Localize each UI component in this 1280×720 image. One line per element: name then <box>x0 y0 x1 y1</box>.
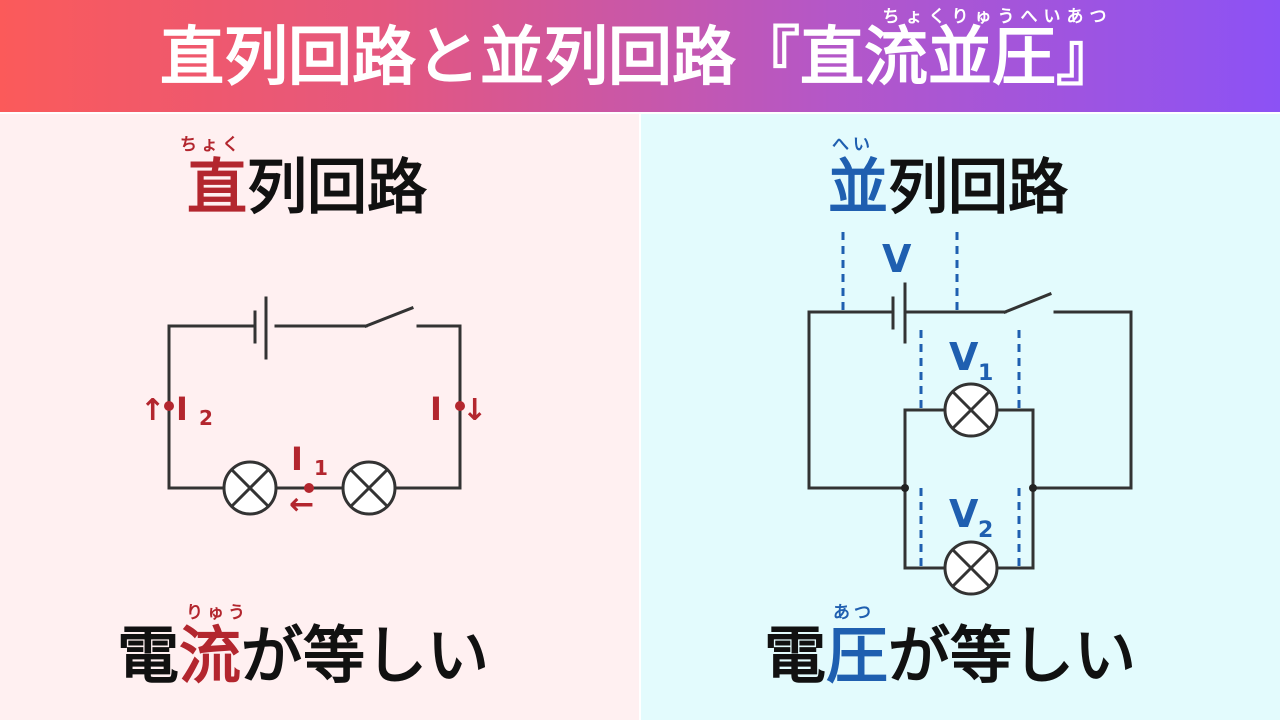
branch-2-wire <box>903 486 1035 570</box>
title-ruby: ちょくりゅうへいあつ <box>882 7 1113 27</box>
series-caption-ruby: りゅう <box>186 603 249 623</box>
v2-subscript: 2 <box>978 518 993 543</box>
measure-point-i <box>455 401 465 411</box>
junction-left <box>901 484 909 492</box>
series-heading-accent: 直 <box>187 153 247 223</box>
i2-arrow: ↑ <box>140 393 165 428</box>
i1-label: I <box>291 440 303 478</box>
series-heading-rest: 列回路 <box>247 153 427 223</box>
series-heading: 直列回路 <box>187 150 427 226</box>
v-label: V <box>882 237 912 281</box>
measure-point-i2 <box>164 401 174 411</box>
parallel-caption: 電圧が等しい <box>764 618 1136 694</box>
series-caption-accent: 流 <box>179 619 242 692</box>
v1-label: V <box>949 335 979 379</box>
series-caption: 電流が等しい <box>117 618 489 694</box>
series-caption-post: が等しい <box>241 619 490 692</box>
i1-subscript: 1 <box>314 456 328 480</box>
branch-1-wire <box>903 408 1035 490</box>
parallel-lamp-1 <box>943 382 999 438</box>
series-circuit-panel <box>0 114 639 720</box>
i-label: I <box>430 390 442 428</box>
parallel-heading-ruby: へい <box>832 135 874 155</box>
switch-lever <box>364 306 414 328</box>
v1-subscript: 1 <box>978 361 993 386</box>
series-caption-pre: 電 <box>117 619 180 692</box>
lamp-1 <box>222 460 278 516</box>
i1-arrow: ← <box>289 487 314 522</box>
page-title: 直列回路と並列回路『直流並圧』 <box>160 21 1120 95</box>
parallel-caption-post: が等しい <box>888 619 1137 692</box>
parallel-lamp-2 <box>943 540 999 596</box>
i-arrow: ↓ <box>462 393 487 428</box>
parallel-switch-lever <box>1003 292 1052 314</box>
i2-subscript: 2 <box>199 406 213 430</box>
parallel-caption-pre: 電 <box>764 619 827 692</box>
measure-point-i1 <box>304 483 314 493</box>
parallel-caption-ruby: あつ <box>833 603 875 623</box>
lamp-2 <box>341 460 397 516</box>
parallel-heading-rest: 列回路 <box>888 153 1068 223</box>
i2-label: I <box>176 390 188 428</box>
parallel-heading-accent: 並 <box>828 153 888 223</box>
title-banner: ちょくりゅうへいあつ 直列回路と並列回路『直流並圧』 <box>0 0 1280 112</box>
junction-right <box>1029 484 1037 492</box>
parallel-main-wire <box>807 310 1133 490</box>
parallel-heading: 並列回路 <box>828 150 1068 226</box>
v2-label: V <box>949 492 979 536</box>
series-heading-ruby: ちょく <box>180 135 243 155</box>
parallel-caption-accent: 圧 <box>826 619 889 692</box>
